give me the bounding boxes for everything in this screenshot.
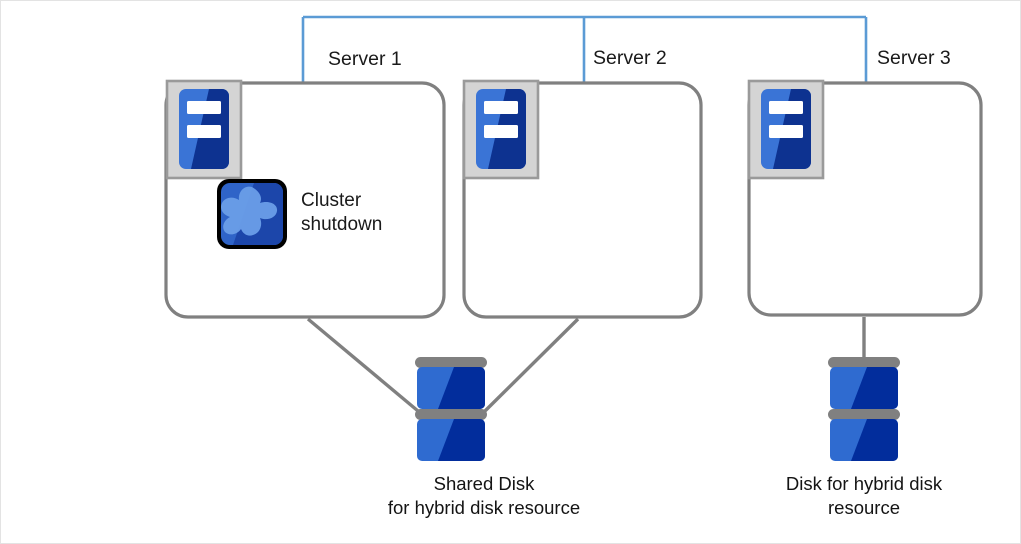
server-icon: [747, 79, 825, 180]
local-disk-caption: Disk for hybrid disk resource: [785, 473, 943, 519]
cluster-icon[interactable]: [217, 179, 287, 249]
server-icon: [462, 79, 540, 180]
disk-connectors: [306, 317, 866, 413]
server-2-label: Server 2: [593, 47, 667, 69]
server-icon: [165, 79, 243, 180]
disk-stack-icon: [828, 357, 900, 461]
server-3-label: Server 3: [877, 47, 951, 69]
cluster-shutdown-label: Cluster shutdown: [301, 190, 383, 236]
disk-stack-icon: [415, 357, 487, 461]
server-1-label: Server 1: [328, 48, 402, 70]
interconnect-network-line: [301, 15, 868, 83]
shared-disk-caption: Shared Disk for hybrid disk resource: [387, 473, 581, 519]
